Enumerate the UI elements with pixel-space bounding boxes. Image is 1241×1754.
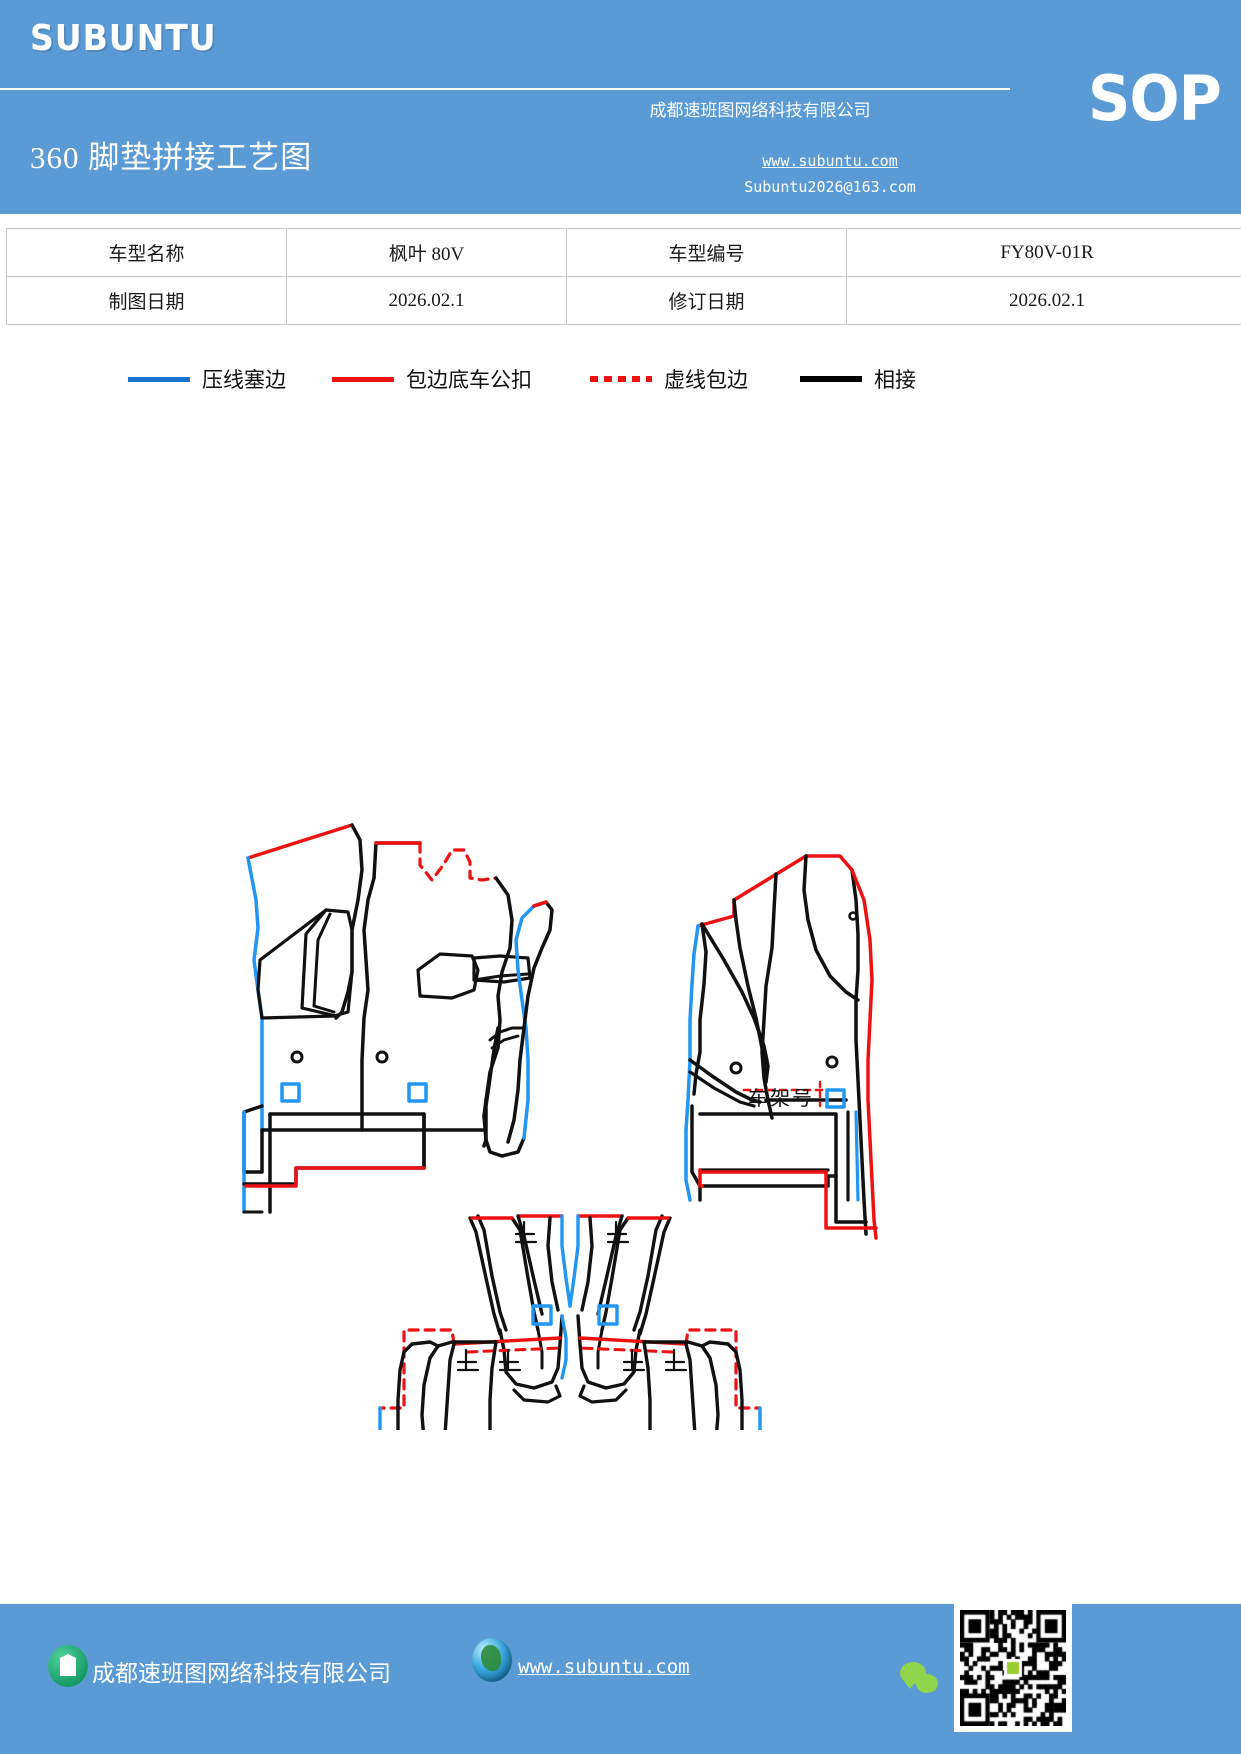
- value-draw-date: 2026.02.1: [286, 276, 567, 325]
- footer-website-link[interactable]: www.subuntu.com: [518, 1656, 690, 1678]
- header-divider: [0, 88, 1010, 90]
- value-model-code: FY80V-01R: [846, 228, 1241, 277]
- building-icon: [48, 1645, 88, 1687]
- legend: 压线塞边 包边底车公扣 虚线包边 相接: [0, 358, 1241, 400]
- legend-swatch-red-line-icon: [332, 376, 394, 382]
- label-model-name: 车型名称: [6, 228, 287, 277]
- rear-floor-mat: [378, 1214, 762, 1430]
- table-row: 车型名称 枫叶 80V 车型编号 FY80V-01R: [6, 228, 1241, 277]
- footer-company-name: 成都速班图网络科技有限公司: [92, 1661, 391, 1686]
- legend-label: 相接: [874, 368, 916, 392]
- table-row: 制图日期 2026.02.1 修订日期 2026.02.1: [6, 276, 1241, 325]
- legend-label: 虚线包边: [664, 368, 748, 392]
- header-email[interactable]: Subuntu2026@163.com: [744, 178, 916, 196]
- value-revision-date: 2026.02.1: [846, 276, 1241, 325]
- header-company-name: 成都速班图网络科技有限公司: [649, 101, 871, 120]
- mat-pattern-drawing: 车架号: [0, 400, 1241, 1430]
- legend-swatch-black-line-icon: [800, 376, 862, 382]
- vehicle-info-table: 车型名称 枫叶 80V 车型编号 FY80V-01R 制图日期 2026.02.…: [6, 228, 1241, 325]
- pattern-svg: [242, 823, 878, 1430]
- brand-logo: SUBUNTU: [30, 18, 217, 59]
- legend-label: 包边底车公扣: [406, 368, 532, 392]
- legend-item-dashed-binding: 虚线包边: [590, 364, 748, 394]
- passenger-front-mat: [684, 854, 878, 1240]
- driver-front-mat: [242, 823, 532, 1214]
- page-header: SUBUNTU 360 脚垫拼接工艺图 成都速班图网络科技有限公司 SOP ww…: [0, 0, 1241, 214]
- qr-code: [954, 1604, 1072, 1732]
- page-title: 360 脚垫拼接工艺图: [30, 140, 313, 175]
- value-model-name: 枫叶 80V: [286, 228, 567, 277]
- vin-annotation: 车架号: [748, 1088, 814, 1110]
- center-console-mat: [482, 900, 554, 1158]
- sop-badge: SOP: [1088, 62, 1222, 135]
- label-draw-date: 制图日期: [6, 276, 287, 325]
- legend-item-binding-buckle: 包边底车公扣: [332, 364, 532, 394]
- label-revision-date: 修订日期: [566, 276, 847, 325]
- globe-icon: [472, 1638, 512, 1682]
- label-model-code: 车型编号: [566, 228, 847, 277]
- legend-swatch-blue-line-icon: [128, 376, 190, 382]
- legend-item-press-line: 压线塞边: [128, 364, 286, 394]
- legend-item-joint: 相接: [800, 364, 916, 394]
- legend-label: 压线塞边: [202, 368, 286, 392]
- wechat-icon: [900, 1662, 944, 1698]
- legend-swatch-dotted-red-icon: [590, 376, 652, 382]
- header-website-link[interactable]: www.subuntu.com: [762, 152, 898, 170]
